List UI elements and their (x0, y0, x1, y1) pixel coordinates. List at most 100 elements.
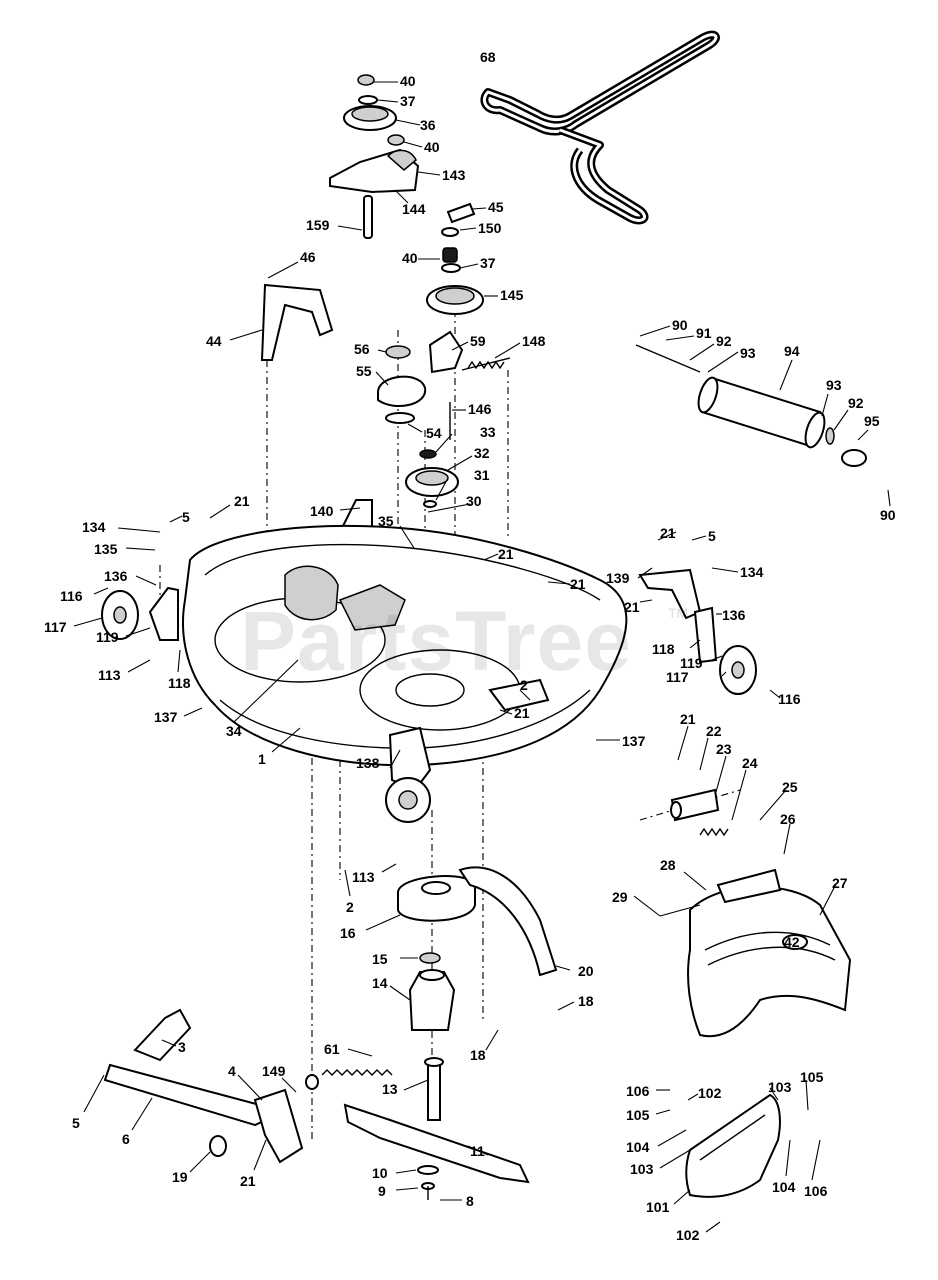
callout-90a: 90 (672, 317, 688, 333)
callout-5c: 5 (72, 1115, 80, 1131)
front-lift-links (103, 1008, 393, 1164)
callout-104b: 104 (772, 1179, 796, 1195)
callout-21f: 21 (514, 705, 530, 721)
anti-scalp-roller (635, 344, 867, 467)
callout-159: 159 (306, 217, 330, 233)
callout-26: 26 (780, 811, 796, 827)
callout-21b: 21 (498, 546, 514, 562)
callout-27: 27 (832, 875, 848, 891)
callout-6: 6 (122, 1131, 130, 1147)
callout-139: 139 (606, 570, 630, 586)
callout-14: 14 (372, 975, 388, 991)
callout-103b: 103 (630, 1161, 654, 1177)
callout-21a: 21 (234, 493, 250, 509)
callout-40a: 40 (400, 73, 416, 89)
callout-8: 8 (466, 1193, 474, 1209)
callout-137b: 137 (622, 733, 646, 749)
callout-19: 19 (172, 1169, 188, 1185)
callout-118a: 118 (168, 675, 191, 691)
drive-belt (480, 30, 720, 225)
callout-92b: 92 (848, 395, 864, 411)
callout-37b: 37 (480, 255, 496, 271)
callout-18a: 18 (578, 993, 594, 1009)
chute-bracket (670, 788, 729, 837)
callout-146: 146 (468, 401, 492, 417)
callout-68: 68 (480, 49, 496, 65)
callout-leader-lines (73, 81, 891, 1233)
callout-136b: 136 (722, 607, 746, 623)
callout-10: 10 (372, 1165, 388, 1181)
right-idler-stack (426, 202, 484, 315)
callout-103a: 103 (768, 1079, 792, 1095)
callout-25: 25 (782, 779, 798, 795)
mulch-plate (685, 1093, 781, 1198)
watermark-text: PartsTree (240, 594, 632, 688)
callout-15: 15 (372, 951, 388, 967)
callout-148: 148 (522, 333, 546, 349)
callout-113a: 113 (98, 667, 121, 683)
callout-9: 9 (378, 1183, 386, 1199)
callout-95: 95 (864, 413, 880, 429)
callout-21d: 21 (660, 525, 676, 541)
callout-30: 30 (466, 493, 482, 509)
callout-24: 24 (742, 755, 758, 771)
callout-3: 3 (178, 1039, 186, 1055)
callout-21c: 21 (570, 576, 586, 592)
callout-102a: 102 (698, 1085, 722, 1101)
callout-117b: 117 (666, 669, 689, 685)
callout-37a: 37 (400, 93, 416, 109)
callout-18b: 18 (470, 1047, 486, 1063)
callout-136a: 136 (104, 568, 128, 584)
callout-21g: 21 (680, 711, 696, 727)
callout-101: 101 (646, 1199, 670, 1215)
callout-40c: 40 (402, 250, 418, 266)
mower-blade (343, 1057, 530, 1200)
deck-size-badge: 42 (784, 934, 800, 950)
callout-36: 36 (420, 117, 436, 133)
callout-119b: 119 (680, 655, 703, 671)
callout-119a: 119 (96, 629, 119, 645)
callout-28: 28 (660, 857, 676, 873)
callout-113b: 113 (352, 869, 375, 885)
callout-20: 20 (578, 963, 594, 979)
callout-5a: 5 (182, 509, 190, 525)
callout-145: 145 (500, 287, 524, 303)
callout-59: 59 (470, 333, 486, 349)
upper-idler-stack (329, 74, 420, 239)
callout-105b: 105 (800, 1069, 824, 1085)
callout-11: 11 (470, 1143, 485, 1159)
callout-4: 4 (228, 1063, 236, 1079)
callout-61: 61 (324, 1041, 340, 1057)
callout-16: 16 (340, 925, 356, 941)
callout-137a: 137 (154, 709, 178, 725)
callout-1: 1 (258, 751, 266, 767)
callout-134b: 134 (740, 564, 764, 580)
callout-149: 149 (262, 1063, 286, 1079)
callout-135: 135 (94, 541, 118, 557)
callout-2a: 2 (520, 677, 528, 693)
callout-44: 44 (206, 333, 222, 349)
callout-92a: 92 (716, 333, 732, 349)
callout-32: 32 (474, 445, 490, 461)
callout-93b: 93 (826, 377, 842, 393)
callout-106a: 106 (626, 1083, 650, 1099)
spindle-assembly (397, 866, 558, 1031)
callout-105a: 105 (626, 1107, 650, 1123)
callout-31: 31 (474, 467, 490, 483)
callout-104a: 104 (626, 1139, 650, 1155)
callout-93a: 93 (740, 345, 756, 361)
callout-45: 45 (488, 199, 504, 215)
callout-116b: 116 (778, 691, 801, 707)
callout-143: 143 (442, 167, 466, 183)
callout-40b: 40 (424, 139, 440, 155)
callout-150: 150 (478, 220, 502, 236)
callout-118b: 118 (652, 641, 675, 657)
callout-23: 23 (716, 741, 732, 757)
callout-55: 55 (356, 363, 372, 379)
callout-140: 140 (310, 503, 334, 519)
callout-54: 54 (426, 425, 442, 441)
callout-102b: 102 (676, 1227, 700, 1243)
callout-34: 34 (226, 723, 242, 739)
